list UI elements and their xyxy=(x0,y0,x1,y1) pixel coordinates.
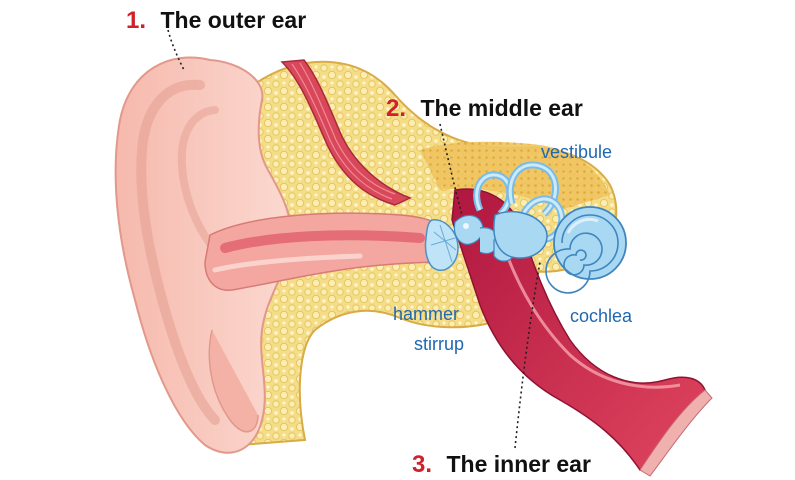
inner-ear xyxy=(473,161,627,294)
outer-ear-auricle xyxy=(114,56,293,454)
leader-line-middle-ear xyxy=(439,123,463,216)
stirrup-label: stirrup xyxy=(414,334,464,354)
leader-line-inner-ear xyxy=(514,261,541,449)
eardrum xyxy=(424,219,459,271)
middle-ear-number: 2. xyxy=(386,95,406,122)
inner-ear-title: The inner ear xyxy=(446,451,590,477)
outer-ear-label: 1. The outer ear xyxy=(126,7,306,34)
ear-canal xyxy=(204,212,446,291)
outer-ear-number: 1. xyxy=(126,7,146,34)
hammer-label: hammer xyxy=(393,304,459,324)
eustachian-tube xyxy=(451,188,713,477)
vestibule-label: vestibule xyxy=(541,142,612,162)
muscle xyxy=(280,59,412,206)
outer-ear-title: The outer ear xyxy=(160,7,306,33)
middle-ear-label: 2. The middle ear xyxy=(386,95,583,122)
cochlea-label: cochlea xyxy=(570,306,633,326)
inner-ear-number: 3. xyxy=(412,451,432,478)
middle-ear-title: The middle ear xyxy=(420,95,582,121)
inner-ear-label: 3. The inner ear xyxy=(412,451,591,478)
